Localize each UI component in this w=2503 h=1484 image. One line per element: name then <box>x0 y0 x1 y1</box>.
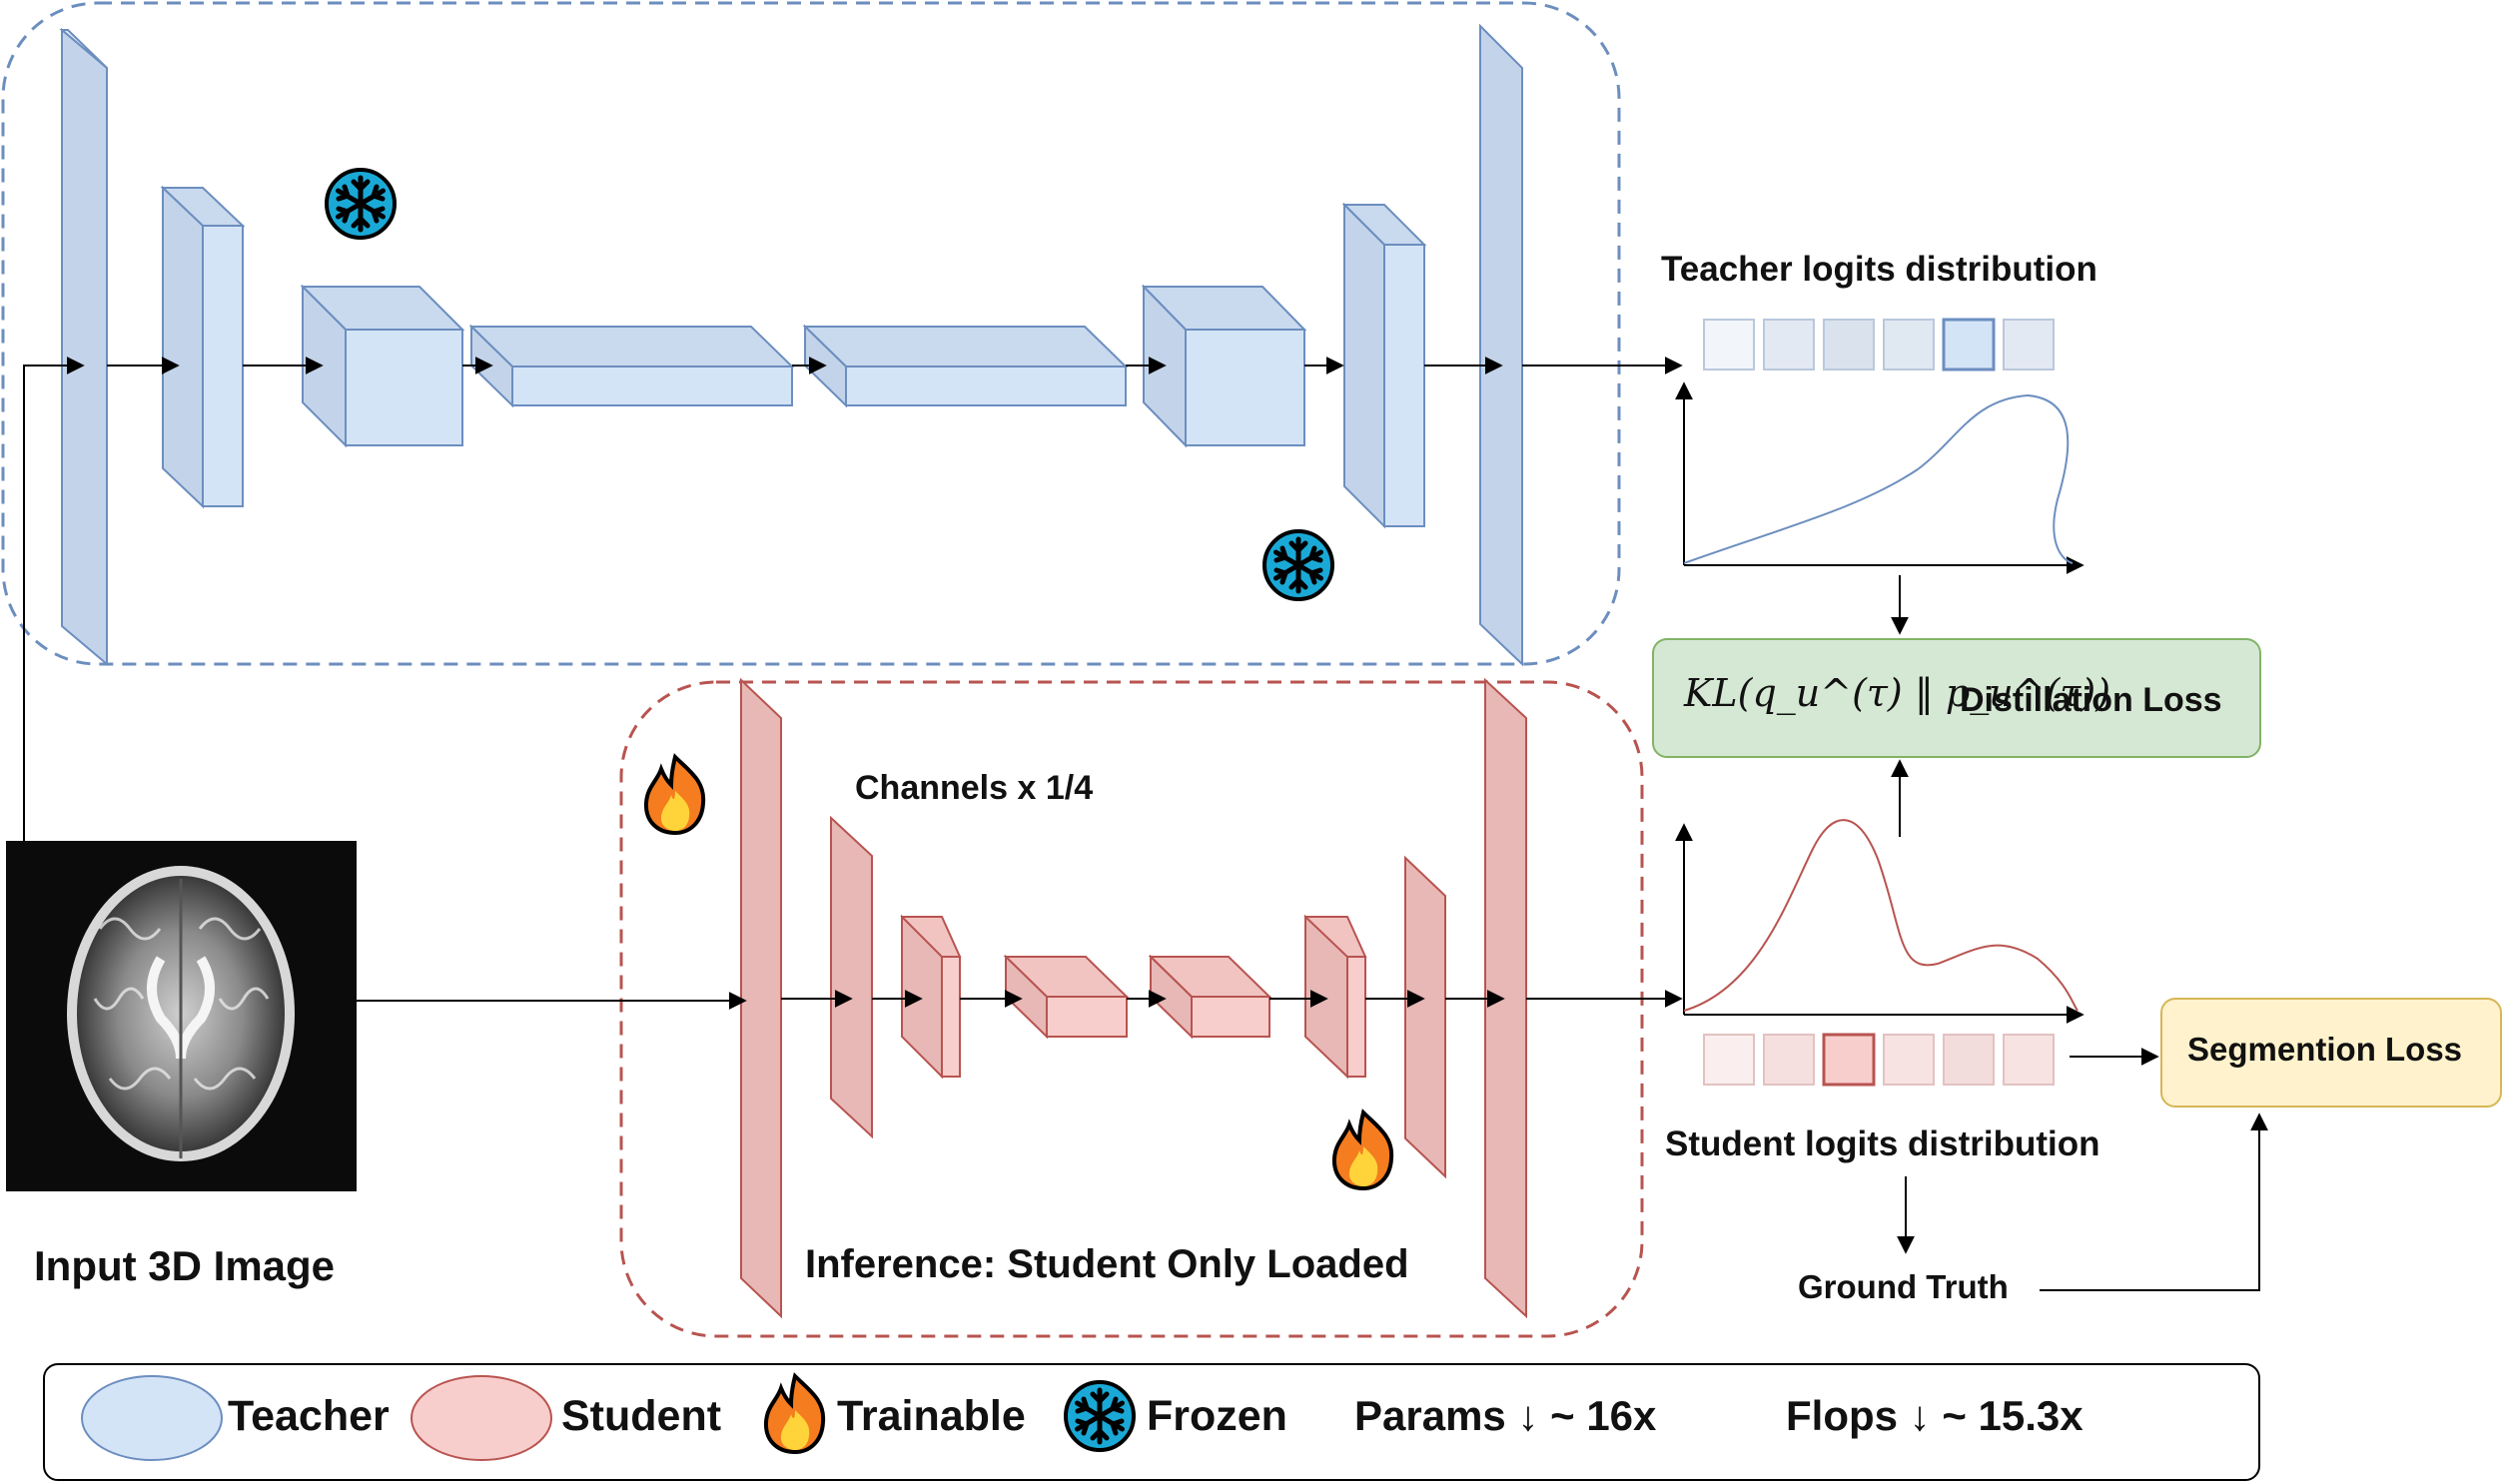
teacher-layer-5 <box>802 324 1129 408</box>
student-layer-7 <box>1404 855 1446 1179</box>
teacher-layer-6 <box>1141 284 1307 448</box>
legend-params-label: Params ↓ ~ 16x <box>1354 1392 1657 1439</box>
input-mri-image <box>6 841 357 1191</box>
teacher-layer-2 <box>160 185 246 509</box>
legend-trainable-label: Trainable <box>837 1392 1026 1440</box>
ground-truth-to-seg-arrow <box>2040 1113 2268 1291</box>
legend-flops-label: Flops ↓ ~ 15.3x <box>1786 1392 2084 1439</box>
teacher-layer-1 <box>59 27 108 667</box>
student-layer-4 <box>1003 954 1130 1040</box>
student-distribution-plot <box>1675 819 2085 1024</box>
teacher-distribution-plot <box>1675 381 2085 574</box>
segmentation-loss-box <box>2160 998 2502 1108</box>
snowflake-icon <box>1264 531 1332 599</box>
student-layer-3 <box>900 914 962 1080</box>
teacher-network <box>59 23 1523 667</box>
student-logits-bar <box>1703 1033 2055 1087</box>
segmentation-loss-label: Segmention Loss <box>2187 1031 2463 1068</box>
legend-student-label: Student <box>561 1392 722 1440</box>
input-image-label: Input 3D Image <box>34 1242 336 1289</box>
student-layer-1 <box>740 677 782 1319</box>
student-layer-8 <box>1484 677 1527 1319</box>
teacher-layer-4 <box>468 324 795 408</box>
teacher-logits-bar <box>1703 318 2055 371</box>
student-layer-2 <box>830 815 873 1139</box>
distillation-loss-label: Distillation Loss <box>1960 681 2222 719</box>
fire-icon <box>1331 1111 1394 1190</box>
teacher-layer-8 <box>1479 23 1523 667</box>
channels-label: Channels x 1/4 <box>855 769 1094 807</box>
teacher-legend-swatch <box>81 1375 223 1461</box>
teacher-layer-7 <box>1341 202 1427 529</box>
inference-label: Inference: Student Only Loaded <box>805 1242 1409 1286</box>
teacher-layer-3 <box>300 284 465 448</box>
student-logits-label: Student logits distribution <box>1665 1124 2100 1163</box>
snowflake-icon <box>1066 1382 1134 1450</box>
student-flow-arrows <box>356 990 1683 1010</box>
student-network <box>740 677 1527 1319</box>
distillation-loss-box <box>1652 638 2261 758</box>
kl-formula: KL(q_u^(τ) ‖ p_u^(τ)) <box>1684 671 2111 715</box>
student-layer-5 <box>1148 954 1272 1040</box>
student-legend-swatch <box>411 1375 552 1461</box>
legend <box>43 1363 2260 1481</box>
fire-icon <box>643 755 706 835</box>
teacher-logits-label: Teacher logits distribution <box>1661 250 2097 289</box>
student-layer-6 <box>1303 914 1367 1080</box>
legend-teacher-label: Teacher <box>228 1392 390 1440</box>
snowflake-icon <box>327 170 395 238</box>
legend-frozen-label: Frozen <box>1147 1392 1287 1440</box>
teacher-panel <box>1 1 1621 666</box>
ground-truth-label: Ground Truth <box>1798 1268 2009 1305</box>
student-panel <box>619 680 1644 1338</box>
input-to-teacher-connector <box>23 357 85 841</box>
